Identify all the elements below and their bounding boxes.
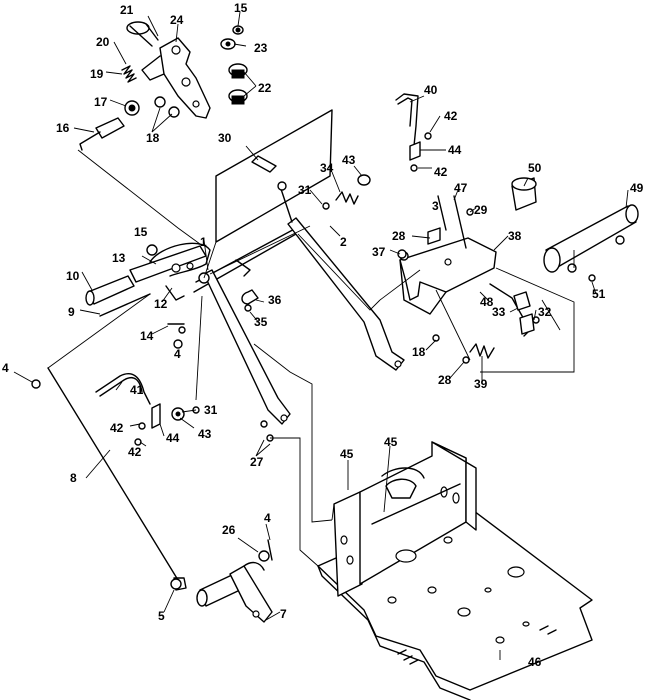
callout-35: 35 bbox=[254, 315, 268, 329]
callout-27: 27 bbox=[250, 455, 264, 469]
callout-19: 19 bbox=[90, 67, 104, 81]
callout-4-mid: 4 bbox=[174, 347, 181, 361]
callout-9: 9 bbox=[68, 305, 75, 319]
callout-28-bottom: 28 bbox=[438, 373, 452, 387]
callout-51: 51 bbox=[592, 287, 606, 301]
callout-48: 48 bbox=[480, 295, 494, 309]
callout-16: 16 bbox=[56, 121, 70, 135]
callout-22: 22 bbox=[258, 81, 272, 95]
callout-34: 34 bbox=[320, 161, 334, 175]
callout-38: 38 bbox=[508, 229, 522, 243]
callout-43-bottom: 43 bbox=[198, 427, 212, 441]
callout-10: 10 bbox=[66, 269, 80, 283]
callout-13: 13 bbox=[112, 251, 126, 265]
callout-42-leftlow: 42 bbox=[128, 445, 142, 459]
callout-42-top: 42 bbox=[444, 109, 458, 123]
callout-21: 21 bbox=[120, 3, 134, 17]
callout-12: 12 bbox=[154, 297, 168, 311]
callout-18-right: 18 bbox=[412, 345, 426, 359]
lower-lever-assembly bbox=[170, 539, 273, 623]
callout-45-left: 45 bbox=[340, 447, 354, 461]
callout-leaders bbox=[13, 11, 629, 660]
callout-28-top: 28 bbox=[392, 229, 406, 243]
callout-37: 37 bbox=[372, 245, 386, 259]
callout-31-bottom: 31 bbox=[204, 403, 218, 417]
central-levers bbox=[193, 109, 405, 442]
bracket-assembly bbox=[79, 21, 248, 151]
callout-24: 24 bbox=[170, 13, 184, 27]
callout-7: 7 bbox=[280, 607, 287, 621]
callout-49: 49 bbox=[630, 181, 644, 195]
callout-47: 47 bbox=[454, 181, 468, 195]
callout-17: 17 bbox=[94, 95, 108, 109]
callout-40: 40 bbox=[424, 83, 438, 97]
callout-labels: 1 2 3 4 4 4 5 7 8 9 10 12 13 14 15 15 16… bbox=[2, 1, 644, 669]
callout-5: 5 bbox=[158, 609, 165, 623]
callout-3: 3 bbox=[432, 199, 439, 213]
callout-44-top: 44 bbox=[448, 143, 462, 157]
callout-18-top: 18 bbox=[146, 131, 160, 145]
callout-20: 20 bbox=[96, 35, 110, 49]
callout-42-left: 42 bbox=[110, 421, 124, 435]
callout-33: 33 bbox=[492, 305, 506, 319]
callout-42-topright: 42 bbox=[434, 165, 448, 179]
right-bracket-assembly bbox=[395, 93, 639, 364]
callout-46: 46 bbox=[528, 655, 542, 669]
callout-45-right: 45 bbox=[384, 435, 398, 449]
callout-30: 30 bbox=[218, 131, 232, 145]
frame-assembly bbox=[317, 441, 593, 700]
callout-31-top: 31 bbox=[298, 183, 312, 197]
callout-8: 8 bbox=[70, 471, 77, 485]
callout-4-left: 4 bbox=[2, 361, 9, 375]
callout-43-top: 43 bbox=[342, 153, 356, 167]
callout-41: 41 bbox=[130, 383, 144, 397]
callout-26: 26 bbox=[222, 523, 236, 537]
callout-2: 2 bbox=[340, 235, 347, 249]
callout-36: 36 bbox=[268, 293, 282, 307]
callout-23: 23 bbox=[254, 41, 268, 55]
callout-32: 32 bbox=[538, 305, 552, 319]
leader-lines bbox=[47, 149, 575, 567]
callout-4-top: 4 bbox=[264, 511, 271, 525]
callout-14: 14 bbox=[140, 329, 154, 343]
callout-29: 29 bbox=[474, 203, 488, 217]
left-linkage bbox=[31, 242, 211, 591]
callout-39: 39 bbox=[474, 377, 488, 391]
callout-50: 50 bbox=[528, 161, 542, 175]
callout-1: 1 bbox=[200, 235, 207, 249]
callout-15-top: 15 bbox=[234, 1, 248, 15]
callout-15-mid: 15 bbox=[134, 225, 148, 239]
callout-44-bottom: 44 bbox=[166, 431, 180, 445]
